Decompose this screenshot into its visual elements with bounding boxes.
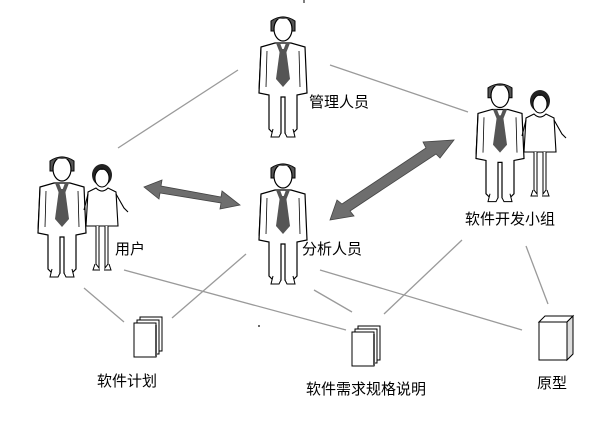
dev-woman-figure — [521, 89, 567, 197]
analyst-label: 分析人员 — [302, 240, 363, 258]
edge-dev-spec — [383, 239, 463, 315]
edge-analyst-plan — [171, 253, 247, 319]
edge-manager-user — [117, 69, 239, 149]
edge-user-spec — [123, 269, 347, 331]
double-arrow-analyst-dev — [329, 139, 455, 221]
edge-analyst-spec — [313, 289, 353, 313]
user-man-figure — [37, 156, 87, 278]
analyst-figure — [258, 163, 308, 285]
plan-doc-label: 软件计划 — [97, 372, 158, 390]
double-arrow-user-analyst — [143, 179, 241, 210]
edge-user-plan — [83, 287, 125, 323]
dev-team-label: 软件开发小组 — [465, 210, 556, 228]
plan-doc-icon — [133, 316, 163, 358]
dev-man-figure — [475, 83, 525, 203]
manager-label: 管理人员 — [309, 93, 370, 111]
edge-analyst-prototype — [319, 269, 523, 331]
manager-figure — [258, 16, 308, 138]
stray-dot — [258, 325, 260, 327]
connector-lines — [83, 64, 549, 331]
edge-manager-dev-team — [329, 64, 469, 113]
edge-dev-prototype — [525, 245, 549, 305]
user-label: 用户 — [115, 240, 146, 258]
spec-doc-label: 软件需求规格说明 — [306, 380, 427, 398]
prototype-label: 原型 — [537, 374, 568, 392]
prototype-box-icon — [538, 315, 574, 361]
spec-doc-icon — [351, 325, 381, 367]
